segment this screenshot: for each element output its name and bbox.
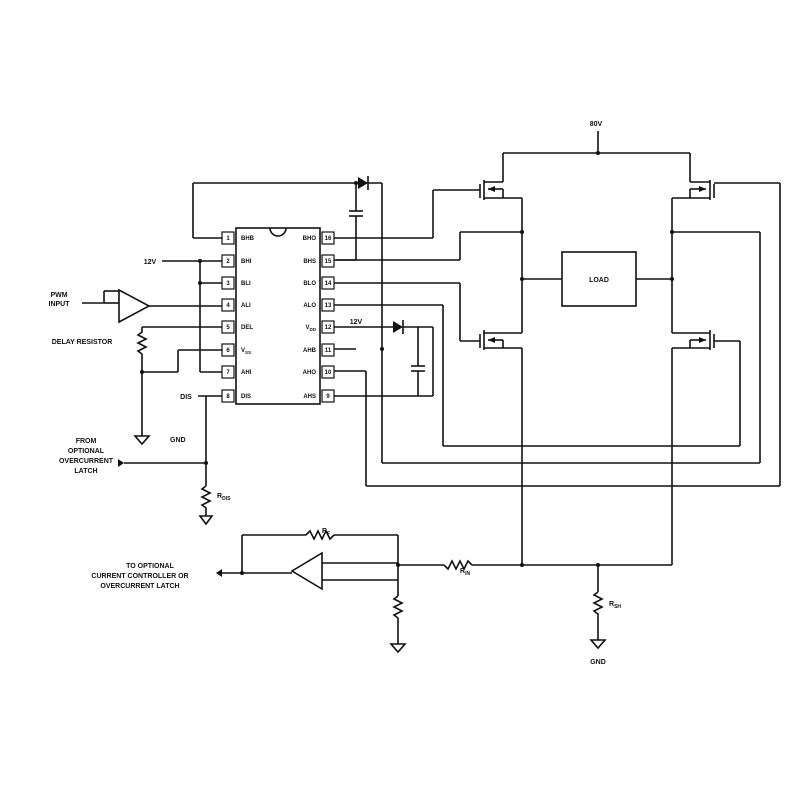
pin-number: 12 — [325, 325, 332, 331]
ic-pin-left-1: 1 BHB — [221, 231, 255, 245]
pin-number: 1 — [226, 236, 230, 242]
ic-pin-right-12: 12 VDD — [305, 320, 335, 334]
ic-pin-right-11: 11 AHB — [303, 343, 335, 357]
mosfet-bottom-left — [479, 232, 523, 565]
pin-name: VSS — [241, 348, 251, 355]
pwm-label-1: PWM — [50, 292, 67, 299]
pin-number: 3 — [226, 281, 230, 287]
pin-number: 8 — [226, 394, 230, 400]
supply-80v-rail — [502, 131, 691, 182]
from-label-2: OPTIONAL — [68, 448, 105, 455]
gate-routing — [334, 182, 781, 487]
ic-pin-right-15: 15 BHS — [303, 254, 335, 268]
pin-name: BHO — [303, 236, 317, 242]
driver-ic — [235, 227, 321, 405]
gnd-bottom-label: GND — [590, 659, 606, 666]
rf-label: RF — [322, 528, 330, 537]
ic-pin-right-14: 14 BLO — [303, 276, 335, 290]
rin-resistor-icon — [443, 559, 473, 571]
pin-number: 11 — [325, 348, 332, 354]
pin-number: 4 — [226, 303, 230, 309]
ic-left-pins: 1 BHB 2 BHI 3 BLI 4 ALI 5 DEL 6 VSS 7 AHI 8 DIS — [221, 231, 255, 403]
pin-name: DIS — [241, 394, 251, 400]
output-label-2: CURRENT CONTROLLER OR — [91, 573, 188, 580]
vdd-bootstrap-network — [334, 320, 434, 397]
pin-name: BLO — [303, 281, 316, 287]
ic-pin-left-2: 2 BHI — [221, 254, 252, 268]
dis-label: DIS — [180, 394, 192, 401]
from-arrow-icon — [118, 459, 124, 467]
rf-resistor-icon — [305, 529, 335, 541]
rsh-label: RSH — [609, 601, 621, 610]
ground-rdis-icon — [198, 515, 214, 526]
current-sense-network — [216, 529, 672, 654]
gnd-left-label: GND — [170, 437, 186, 444]
load-block — [520, 251, 674, 307]
ground-left-icon — [133, 435, 151, 446]
ground-amp-icon — [389, 643, 407, 654]
supply-80v-label: 80V — [590, 121, 603, 128]
pin-name: AHB — [303, 348, 317, 354]
rdis-label: RDIS — [217, 493, 231, 502]
rdis-resistor-icon — [200, 485, 212, 516]
pin-name: ALO — [303, 303, 316, 309]
pwm-buffer-icon — [118, 288, 151, 324]
pwm-label-2: INPUT — [49, 301, 71, 308]
pin-name: AHS — [303, 394, 316, 400]
diode-mid-icon — [393, 321, 403, 333]
output-label-1: TO OPTIONAL — [126, 563, 174, 570]
output-arrow-icon — [216, 569, 222, 577]
delay-resistor-label: DELAY RESISTOR — [52, 339, 113, 346]
pin-number: 13 — [325, 303, 332, 309]
left-inputs-wiring — [82, 259, 222, 526]
mosfet-top-left — [479, 180, 523, 232]
current-sense-amp-icon — [290, 551, 323, 591]
ic-pin-right-16: 16 BHO — [303, 231, 335, 245]
from-label-1: FROM — [76, 438, 97, 445]
ic-pin-right-9: 9 AHS — [303, 389, 335, 403]
pin-number: 15 — [325, 259, 332, 265]
pin-number: 10 — [325, 370, 332, 376]
mosfet-top-right — [671, 180, 715, 232]
ic-pin-right-13: 13 ALO — [303, 298, 335, 312]
pin-number: 2 — [226, 259, 230, 265]
ground-bottom-icon — [589, 639, 607, 650]
pin-name: BHS — [303, 259, 316, 265]
pin-number: 16 — [325, 236, 332, 242]
ic-pin-left-7: 7 AHI — [221, 365, 252, 379]
pin-number: 7 — [226, 370, 230, 376]
pin-name: BHI — [241, 259, 252, 265]
mosfet-bottom-right — [671, 232, 715, 565]
pin-name: BLI — [241, 281, 251, 287]
pin-name: DEL — [241, 325, 253, 331]
pin-name: AHO — [303, 370, 317, 376]
pin-number: 14 — [325, 281, 332, 287]
diode-top-icon — [358, 177, 368, 189]
rsh-resistor-icon — [592, 591, 604, 640]
pin-name: AHI — [241, 370, 252, 376]
pin-name: ALI — [241, 303, 251, 309]
from-label-4: LATCH — [74, 468, 97, 475]
rin-label: RIN — [460, 568, 470, 577]
pin-name: BHB — [241, 236, 255, 242]
bootstrap-network-top — [192, 176, 383, 396]
supply-12v-mid-label: 12V — [350, 319, 363, 326]
ic-pin-left-4: 4 ALI — [221, 298, 251, 312]
ic-pin-left-3: 3 BLI — [221, 276, 251, 290]
supply-12v-left-label: 12V — [144, 259, 157, 266]
output-label-3: OVERCURRENT LATCH — [100, 583, 179, 590]
delay-resistor-icon — [136, 327, 148, 372]
pin-number: 9 — [326, 394, 330, 400]
rg-resistor-icon — [392, 595, 404, 644]
pin-number: 5 — [226, 325, 230, 331]
ic-pin-right-10: 10 AHO — [303, 365, 335, 379]
load-label: LOAD — [589, 277, 609, 284]
ic-right-pins: 16 BHO 15 BHS 14 BLO 13 ALO 12 VDD 11 AHB 10 AHO 9 AHS — [303, 231, 335, 403]
pin-number: 6 — [226, 348, 230, 354]
pin-name: VDD — [305, 325, 316, 332]
ic-pin-left-5: 5 DEL — [221, 320, 253, 334]
from-label-3: OVERCURRENT — [59, 458, 114, 465]
